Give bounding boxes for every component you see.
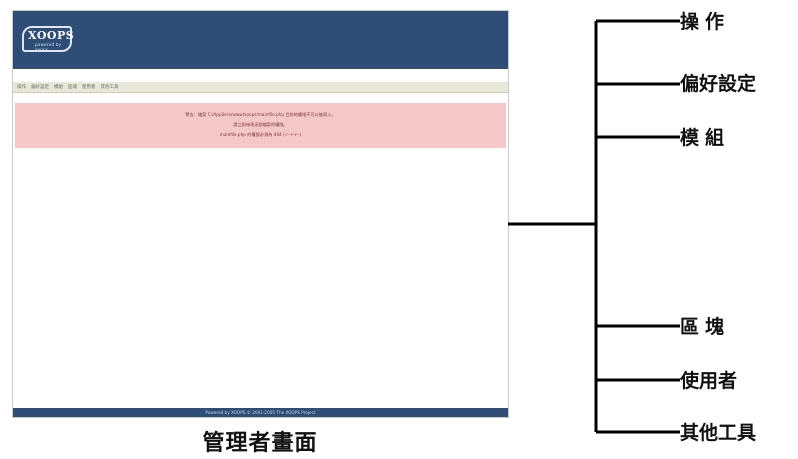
logo-main-text: XOOPS [28,29,75,42]
label-users: 使用者 [680,370,738,392]
menu-item-modules[interactable]: 模組 [54,85,63,90]
screen-footer-bar: Powered by XOOPS © 2001-2005 The XOOPS P… [13,408,508,417]
menu-item-operations[interactable]: 操作 [17,85,26,90]
screen-header-bar: XOOPS powered by xoops [13,11,508,69]
menu-item-users[interactable]: 使用者 [82,85,96,90]
warning-box: 警告：檔案 C:/AppServ/www/xoops/mainfile.php … [15,103,506,148]
screen-menu-bar: 操作 偏好設定 模組 區塊 使用者 其他工具 [13,82,508,93]
logo-sub-text: powered by xoops [35,42,62,52]
menu-item-other-tools[interactable]: 其他工具 [100,85,119,90]
label-blocks: 區塊 [680,316,731,338]
menu-item-preferences[interactable]: 偏好設定 [31,85,49,90]
label-modules: 模組 [680,127,731,149]
label-other-tools: 其他工具 [680,422,757,444]
xoops-logo: XOOPS powered by xoops [22,26,75,52]
label-preferences: 偏好設定 [680,73,757,95]
warning-line: mainfile.php 的權限必須為 444 (-r--r--r--) [219,132,302,137]
admin-screen-thumbnail: XOOPS powered by xoops 操作 偏好設定 模組 區塊 使用者… [12,10,509,418]
figure-caption: 管理者畫面 [202,431,318,456]
warning-line: 請立即修改這個檔案的權限。 [233,122,288,127]
footer-text: Powered by XOOPS © 2001-2005 The XOOPS P… [205,410,316,415]
label-operations: 操作 [680,11,731,33]
menu-item-blocks[interactable]: 區塊 [68,85,77,90]
warning-line: 警告：檔案 C:/AppServ/www/xoops/mainfile.php … [185,112,336,117]
